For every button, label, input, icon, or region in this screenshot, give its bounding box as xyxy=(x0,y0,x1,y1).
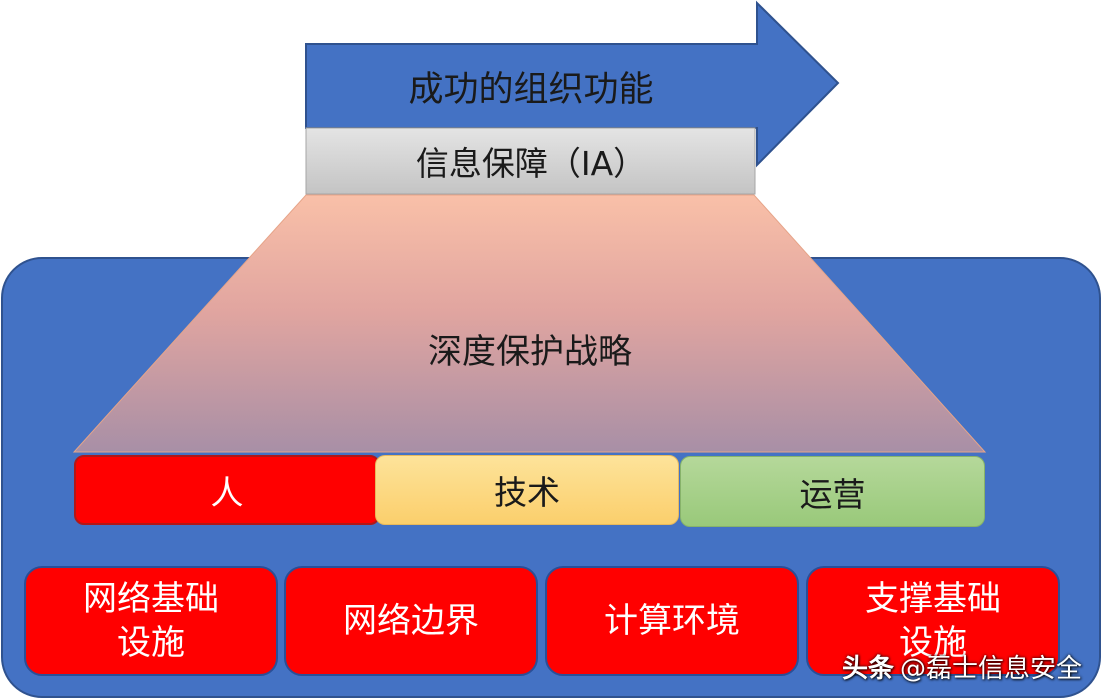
watermark-handle: @磊士信息安全 xyxy=(899,654,1082,684)
watermark-brand: 头条 xyxy=(841,654,894,684)
domain-computing-environment: 计算环境 xyxy=(545,566,799,676)
pillar-technology: 技术 xyxy=(375,455,679,525)
ia-bar xyxy=(305,127,756,195)
strategy-trapezoid xyxy=(72,194,987,453)
pillar-people: 人 xyxy=(74,455,380,525)
domain-network-infrastructure: 网络基础 设施 xyxy=(24,566,278,676)
pillar-operations: 运营 xyxy=(680,456,985,527)
arrow-label: 成功的组织功能 xyxy=(408,69,654,110)
watermark: 头条@磊士信息安全 xyxy=(842,648,1082,685)
domain-network-boundary: 网络边界 xyxy=(284,566,538,676)
domain-supporting-infrastructure: 支撑基础 设施 xyxy=(806,566,1060,676)
ia-label: 信息保障（IA） xyxy=(415,144,647,183)
strategy-label: 深度保护战略 xyxy=(428,331,632,372)
